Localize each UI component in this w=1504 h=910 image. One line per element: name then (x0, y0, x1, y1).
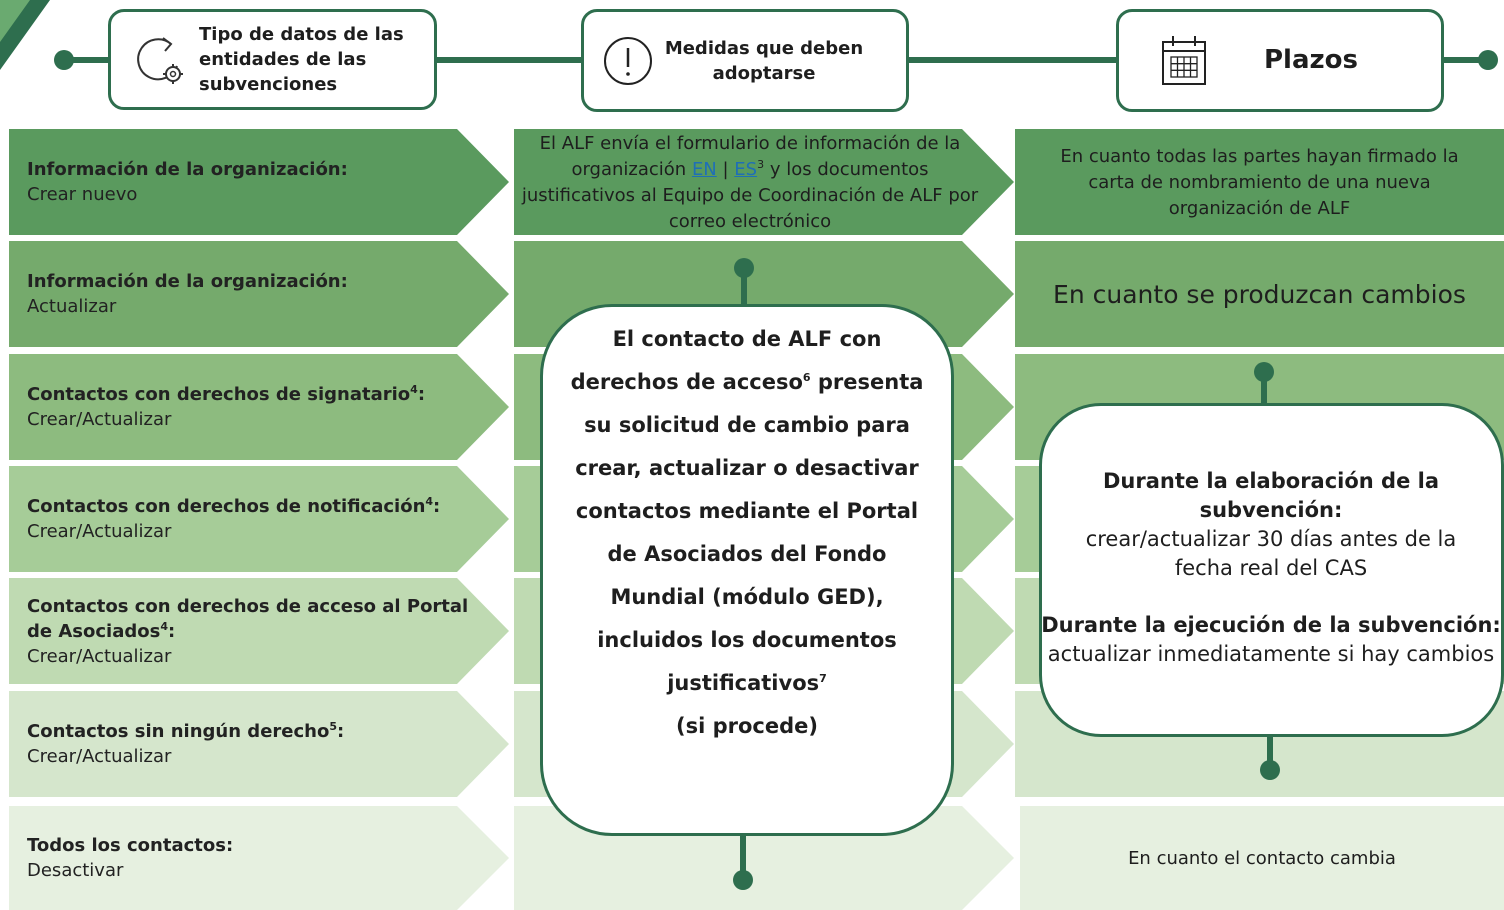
header-col2: Medidas que deben adoptarse (581, 9, 909, 112)
bubble-text-c: (si procede) (676, 714, 818, 738)
bubble-text-1: crear/actualizar 30 días antes de la fec… (1085, 527, 1457, 580)
footnote-ref: 4 (160, 619, 168, 633)
row-all-contacts: Todos los contactos: Desactivar (9, 806, 509, 910)
row-label-colon: : (417, 384, 426, 405)
middle-row1-part1: El ALF envía el formulario de informació… (539, 133, 961, 180)
row-label-action: Crear/Actualizar (27, 521, 172, 542)
header-col2-title: Medidas que deben adoptarse (664, 37, 864, 84)
middle-top-connector (741, 268, 747, 306)
header-left-dot (54, 50, 74, 70)
row-org-create: Información de la organización: Crear nu… (9, 129, 509, 235)
bubble-text-a: El contacto de ALF con derechos de acces… (570, 327, 882, 394)
right-bubble-text: Durante la elaboración de la subvención:… (1040, 467, 1502, 669)
link-en[interactable]: EN (691, 159, 717, 180)
right-bottom-connector (1267, 734, 1273, 770)
row-label-action: Actualizar (27, 296, 117, 317)
footnote-ref: 4 (425, 495, 434, 508)
row-portal-access-contacts: Contactos con derechos de acceso al Port… (9, 578, 469, 684)
row-label-action: Desactivar (27, 860, 124, 881)
row-label-colon: : (167, 620, 176, 642)
row-label-bold: Todos los contactos: (27, 835, 234, 856)
row-label-action: Crear/Actualizar (27, 746, 172, 767)
row-label-bold: Información de la organización: (27, 159, 348, 180)
right-row2-text: En cuanto se produzcan cambios (1053, 279, 1466, 309)
header-col1-title: Tipo de datos de las entidades de las su… (199, 24, 404, 95)
right-top-connector (1261, 372, 1267, 406)
row-org-update: Información de la organización: Actualiz… (9, 241, 509, 347)
bubble-heading-1: Durante la elaboración de la subvención: (1102, 469, 1440, 522)
row-label-colon: : (433, 496, 441, 517)
footnote-ref: 3 (757, 158, 765, 171)
footnote-ref: 6 (802, 371, 811, 384)
calendar-icon (1162, 35, 1206, 85)
middle-row1-text: El ALF envía el formulario de informació… (520, 131, 980, 235)
header-col1: Tipo de datos de las entidades de las su… (108, 9, 437, 110)
middle-bottom-dot (733, 870, 753, 890)
header-col3-title: Plazos (1264, 45, 1358, 75)
row-label-bold: Contactos con derechos de notificación (27, 496, 426, 517)
right-bubble (1039, 403, 1504, 737)
row-label-action: Crear nuevo (27, 184, 138, 205)
right-bottom-dot (1260, 760, 1280, 780)
link-separator: | (716, 159, 735, 180)
bubble-text-b: presenta su solicitud de cambio para cre… (575, 370, 924, 695)
right-top-dot (1254, 362, 1274, 382)
row-label-action: Crear/Actualizar (27, 409, 172, 430)
row-no-rights-contacts: Contactos sin ningún derecho5: Crear/Act… (9, 691, 509, 797)
row-signatory-contacts: Contactos con derechos de signatario4: C… (9, 354, 509, 460)
corner-decoration (0, 0, 50, 70)
middle-bubble-text: El contacto de ALF con derechos de acces… (566, 318, 928, 748)
middle-bottom-connector (740, 834, 746, 880)
row-label-bold: Contactos sin ningún derecho (27, 721, 330, 742)
header-right-dot (1478, 50, 1498, 70)
row-label-action: Crear/Actualizar (27, 645, 172, 667)
bubble-text-2: actualizar inmediatamente si hay cambios (1047, 642, 1495, 666)
right-row1-text: En cuanto todas las partes hayan firmado… (1060, 145, 1459, 219)
row-label-bold: Contactos con derechos de acceso al Port… (27, 595, 469, 642)
exclamation-icon (604, 36, 652, 85)
right-row7-text: En cuanto el contacto cambia (1128, 847, 1396, 869)
footnote-ref: 7 (819, 672, 827, 685)
middle-row1-part2: y los documentos justificativos al Equip… (521, 159, 979, 232)
header-col3: Plazos (1116, 9, 1444, 112)
row-label-colon: : (337, 721, 345, 742)
row-label-bold: Información de la organización: (27, 271, 348, 292)
bubble-heading-2: Durante la ejecución de la subvención: (1041, 613, 1501, 637)
refresh-gear-icon (137, 36, 183, 84)
footnote-ref: 5 (329, 720, 337, 733)
row-notification-contacts: Contactos con derechos de notificación4:… (9, 466, 509, 572)
middle-top-dot (734, 258, 754, 278)
link-es[interactable]: ES (734, 159, 758, 180)
row-label-bold: Contactos con derechos de signatario (27, 384, 411, 405)
footnote-ref: 4 (410, 383, 418, 396)
middle-bubble (540, 304, 954, 836)
